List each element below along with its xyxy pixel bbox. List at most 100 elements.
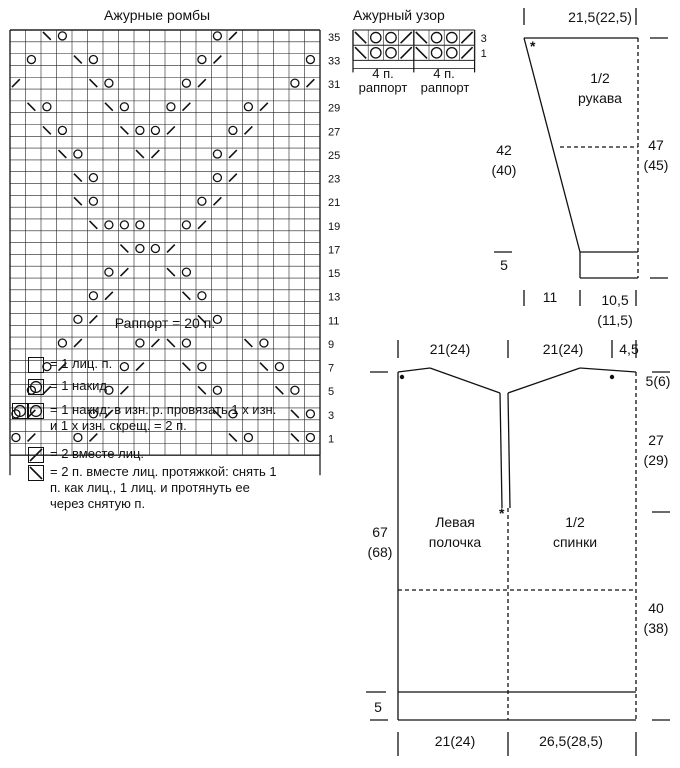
marker-dot (609, 374, 615, 380)
k2tog-symbol (197, 78, 207, 88)
front-shoulder (397, 367, 431, 373)
yarn-over-symbol (13, 404, 27, 418)
ssk-symbol (259, 362, 269, 372)
k2tog-symbol (29, 448, 43, 462)
openwork-rapport-1-stitches: 4 п. (372, 66, 394, 81)
sleeve-label: 1/2 рукава (578, 70, 622, 106)
ssk-symbol (73, 196, 83, 206)
yarn-over-symbol (181, 78, 192, 88)
yarn-over-symbol (228, 409, 238, 419)
yarn-over-symbol (243, 432, 254, 443)
yarn-over-symbol (305, 432, 316, 443)
yarn-over-symbol (29, 380, 43, 394)
back-center-band (507, 392, 511, 509)
yarn-over-symbol (88, 409, 99, 419)
row-number: 1 (481, 48, 487, 60)
ssk-symbol (354, 31, 367, 44)
ssk-symbol (26, 102, 36, 112)
yarn-over-symbol (369, 31, 382, 44)
yarn-over-symbol (88, 54, 99, 65)
ssk-symbol (104, 102, 114, 112)
ssk-symbol (73, 55, 83, 64)
legend-double-yo-icon (12, 403, 44, 419)
yarn-over-symbol (290, 78, 300, 88)
body-total-length: 67 (68) (367, 524, 393, 560)
row-number: 33 (328, 55, 340, 67)
k2tog-symbol (104, 409, 114, 419)
yarn-over-symbol (445, 31, 458, 44)
diamond-rapport-label: Раппорт = 20 п. (114, 315, 216, 331)
k2tog-symbol (11, 78, 21, 88)
k2tog-symbol (228, 31, 238, 41)
yarn-over-symbol (104, 220, 114, 230)
k2tog-symbol (166, 244, 176, 253)
yarn-over-symbol (197, 196, 207, 206)
k2tog-symbol (212, 55, 222, 64)
k2tog-symbol (228, 149, 238, 159)
yarn-over-symbol (305, 409, 316, 419)
yarn-over-symbol (42, 361, 52, 372)
yarn-over-symbol (166, 102, 176, 112)
body-hem-height: 5 (374, 699, 382, 715)
yarn-over-symbol (212, 385, 223, 395)
body-seam-marker: * (499, 505, 505, 521)
k2tog-symbol (460, 46, 474, 59)
yarn-over-symbol (135, 243, 145, 254)
yarn-over-symbol (88, 196, 99, 206)
k2tog-symbol (119, 267, 129, 277)
yarn-over-symbol (212, 31, 223, 41)
ssk-symbol (197, 385, 207, 395)
openwork-rapport-1-word: раппорт (358, 80, 408, 95)
yarn-over-symbol (26, 54, 37, 65)
yarn-over-symbol (88, 172, 99, 183)
body-schematic (366, 340, 670, 756)
row-number: 23 (328, 174, 340, 186)
marker-dot (399, 374, 405, 380)
ssk-symbol (415, 31, 428, 44)
ssk-symbol (212, 409, 222, 419)
k2tog-symbol (305, 78, 315, 88)
yarn-over-symbol (119, 361, 130, 372)
yarn-over-symbol (212, 172, 223, 183)
yarn-over-symbol (42, 102, 52, 112)
row-number: 9 (328, 339, 334, 351)
yarn-over-symbol (243, 102, 254, 112)
yarn-over-symbol (212, 314, 223, 325)
yarn-over-symbol (385, 46, 397, 59)
sleeve-cuff-height: 5 (500, 257, 508, 273)
row-number: 21 (328, 197, 340, 209)
row-number: 11 (328, 315, 339, 327)
yarn-over-symbol (150, 243, 161, 254)
back-shoulder (579, 367, 637, 373)
body-bottom-left-width: 21(24) (434, 733, 476, 749)
double-yarn-over-symbol (119, 220, 130, 230)
legend-text: = 2 п. вместе лиц. протяжкой: снять 1 п.… (50, 464, 277, 511)
yarn-over-symbol (385, 31, 397, 44)
yarn-over-symbol (369, 46, 382, 59)
yarn-over-symbol (88, 291, 99, 301)
sleeve-bottom-right: 10,5 (11,5) (597, 292, 633, 328)
row-number: 3 (328, 410, 334, 422)
ssk-symbol (119, 244, 129, 253)
ssk-symbol (415, 46, 428, 59)
k2tog-symbol (400, 31, 413, 44)
legend-text: = 1 накид: в изн. р. провязать 1 х изн. … (50, 402, 277, 433)
body-side-length: 40 (38) (643, 600, 669, 636)
row-number: 29 (328, 103, 340, 115)
row-number: 15 (328, 268, 340, 280)
k2tog-symbol (26, 433, 36, 442)
row-number: 27 (328, 126, 340, 138)
k2tog-symbol (150, 338, 160, 348)
ssk-symbol (42, 125, 52, 135)
yarn-over-symbol (73, 149, 83, 159)
yarn-over-symbol (274, 361, 285, 372)
front-neckline (429, 367, 501, 394)
legend-empty-icon (28, 357, 44, 373)
legend-text: = 2 вместе лиц. (50, 446, 145, 461)
k2tog-symbol (135, 362, 145, 372)
k2tog-symbol (181, 102, 191, 112)
sleeve-bottom-left: 11 (542, 289, 558, 305)
yarn-over-symbol (197, 291, 207, 301)
yarn-over-symbol (104, 78, 114, 88)
body-top-left-width: 21(24) (429, 341, 471, 357)
